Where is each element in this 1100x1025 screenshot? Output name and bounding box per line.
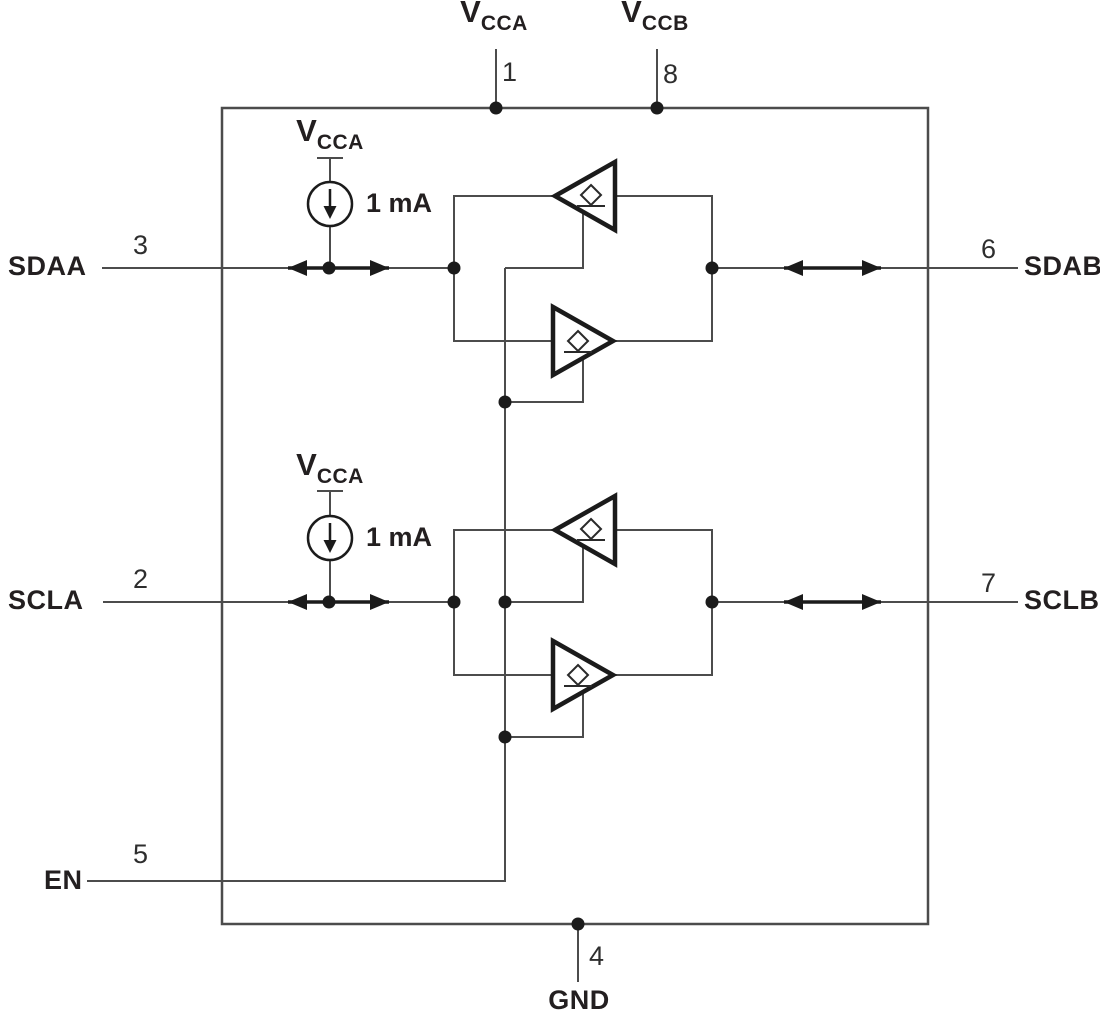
buffer2-input-wire bbox=[453, 268, 553, 342]
buffer2-enable-stub bbox=[505, 359, 584, 403]
sclb-label: SCLB bbox=[1024, 585, 1100, 615]
pin-number-5: 5 bbox=[133, 839, 149, 869]
pin-number-4: 4 bbox=[589, 941, 605, 971]
buffer4-input-wire bbox=[453, 602, 553, 676]
cs1-value-label: 1 mA bbox=[366, 188, 433, 218]
sdab-left-arrowhead bbox=[784, 260, 803, 276]
sdab-right-arrowhead bbox=[862, 260, 881, 276]
pin-number-1: 1 bbox=[502, 57, 518, 87]
scla-left-arrowhead bbox=[288, 594, 307, 610]
junction-dot bbox=[498, 395, 512, 409]
en-label: EN bbox=[44, 865, 83, 895]
junction-dot bbox=[571, 917, 585, 931]
vcca-top-label: VCCA bbox=[460, 0, 528, 39]
sclb-left-arrowhead bbox=[784, 594, 803, 610]
junction-dot bbox=[447, 261, 461, 275]
pin-number-7: 7 bbox=[981, 568, 997, 598]
buffer4-enable-stub bbox=[505, 692, 584, 738]
junction-dot bbox=[650, 101, 664, 115]
vccb-base-text: V bbox=[621, 0, 642, 29]
buffer3-open-drain-icon bbox=[577, 517, 605, 541]
buffer3-enable-stub bbox=[505, 546, 584, 603]
sdaa-left-arrowhead bbox=[288, 260, 307, 276]
junction-dot bbox=[705, 595, 719, 609]
cs2-supply-sub-text: CCA bbox=[316, 465, 364, 488]
vcca-base-text: V bbox=[460, 0, 481, 29]
scla-label: SCLA bbox=[8, 585, 84, 615]
buffer3-output-wire bbox=[453, 529, 555, 602]
cs1-supply-base-text: V bbox=[296, 113, 317, 148]
cs1-arrowhead bbox=[323, 206, 337, 219]
cs2-arrowhead bbox=[323, 540, 337, 553]
sdab-label: SDAB bbox=[1024, 251, 1100, 281]
sdaa-right-arrowhead bbox=[370, 260, 389, 276]
sdaa-label: SDAA bbox=[8, 251, 87, 281]
scla-right-arrowhead bbox=[370, 594, 389, 610]
buffer2-output-wire bbox=[613, 268, 713, 342]
pin-number-3: 3 bbox=[133, 230, 149, 260]
buffer4-open-drain-icon bbox=[564, 663, 592, 687]
wires bbox=[87, 49, 1018, 982]
vcca-sub-text: CCA bbox=[480, 12, 528, 35]
junction-dot bbox=[322, 261, 336, 275]
buffer1-open-drain-icon bbox=[577, 183, 605, 207]
en-line-and-riser bbox=[87, 268, 506, 882]
cs1-supply-label: VCCA bbox=[296, 113, 364, 158]
sclb-right-arrowhead bbox=[862, 594, 881, 610]
vccb-top-label: VCCB bbox=[621, 0, 689, 39]
junction-dot bbox=[705, 261, 719, 275]
buffer3-input-wire bbox=[615, 529, 713, 602]
buffer1-input-wire bbox=[615, 195, 713, 268]
buffer1-output-wire bbox=[453, 195, 555, 268]
gnd-label: GND bbox=[548, 985, 610, 1015]
buffer2-open-drain-icon bbox=[564, 329, 592, 353]
cs2-supply-label: VCCA bbox=[296, 447, 364, 492]
current-source-sda bbox=[306, 180, 354, 228]
pin-number-8: 8 bbox=[663, 59, 679, 89]
pin-number-6: 6 bbox=[981, 234, 997, 264]
junction-dot bbox=[322, 595, 336, 609]
junction-dot bbox=[498, 730, 512, 744]
cs1-supply-sub-text: CCA bbox=[316, 131, 364, 154]
vccb-sub-text: CCB bbox=[641, 12, 689, 35]
arrowheads bbox=[288, 260, 881, 610]
buffer4-output-wire bbox=[613, 602, 713, 676]
buffer1-enable-stub bbox=[505, 212, 584, 269]
junction-dots bbox=[322, 101, 719, 931]
cs2-value-label: 1 mA bbox=[366, 522, 433, 552]
junction-dot bbox=[498, 595, 512, 609]
pin-number-2: 2 bbox=[133, 564, 149, 594]
current-source-scl bbox=[306, 514, 354, 562]
junction-dot bbox=[489, 101, 503, 115]
junction-dot bbox=[447, 595, 461, 609]
cs2-supply-base-text: V bbox=[296, 447, 317, 482]
buffers bbox=[550, 158, 618, 713]
